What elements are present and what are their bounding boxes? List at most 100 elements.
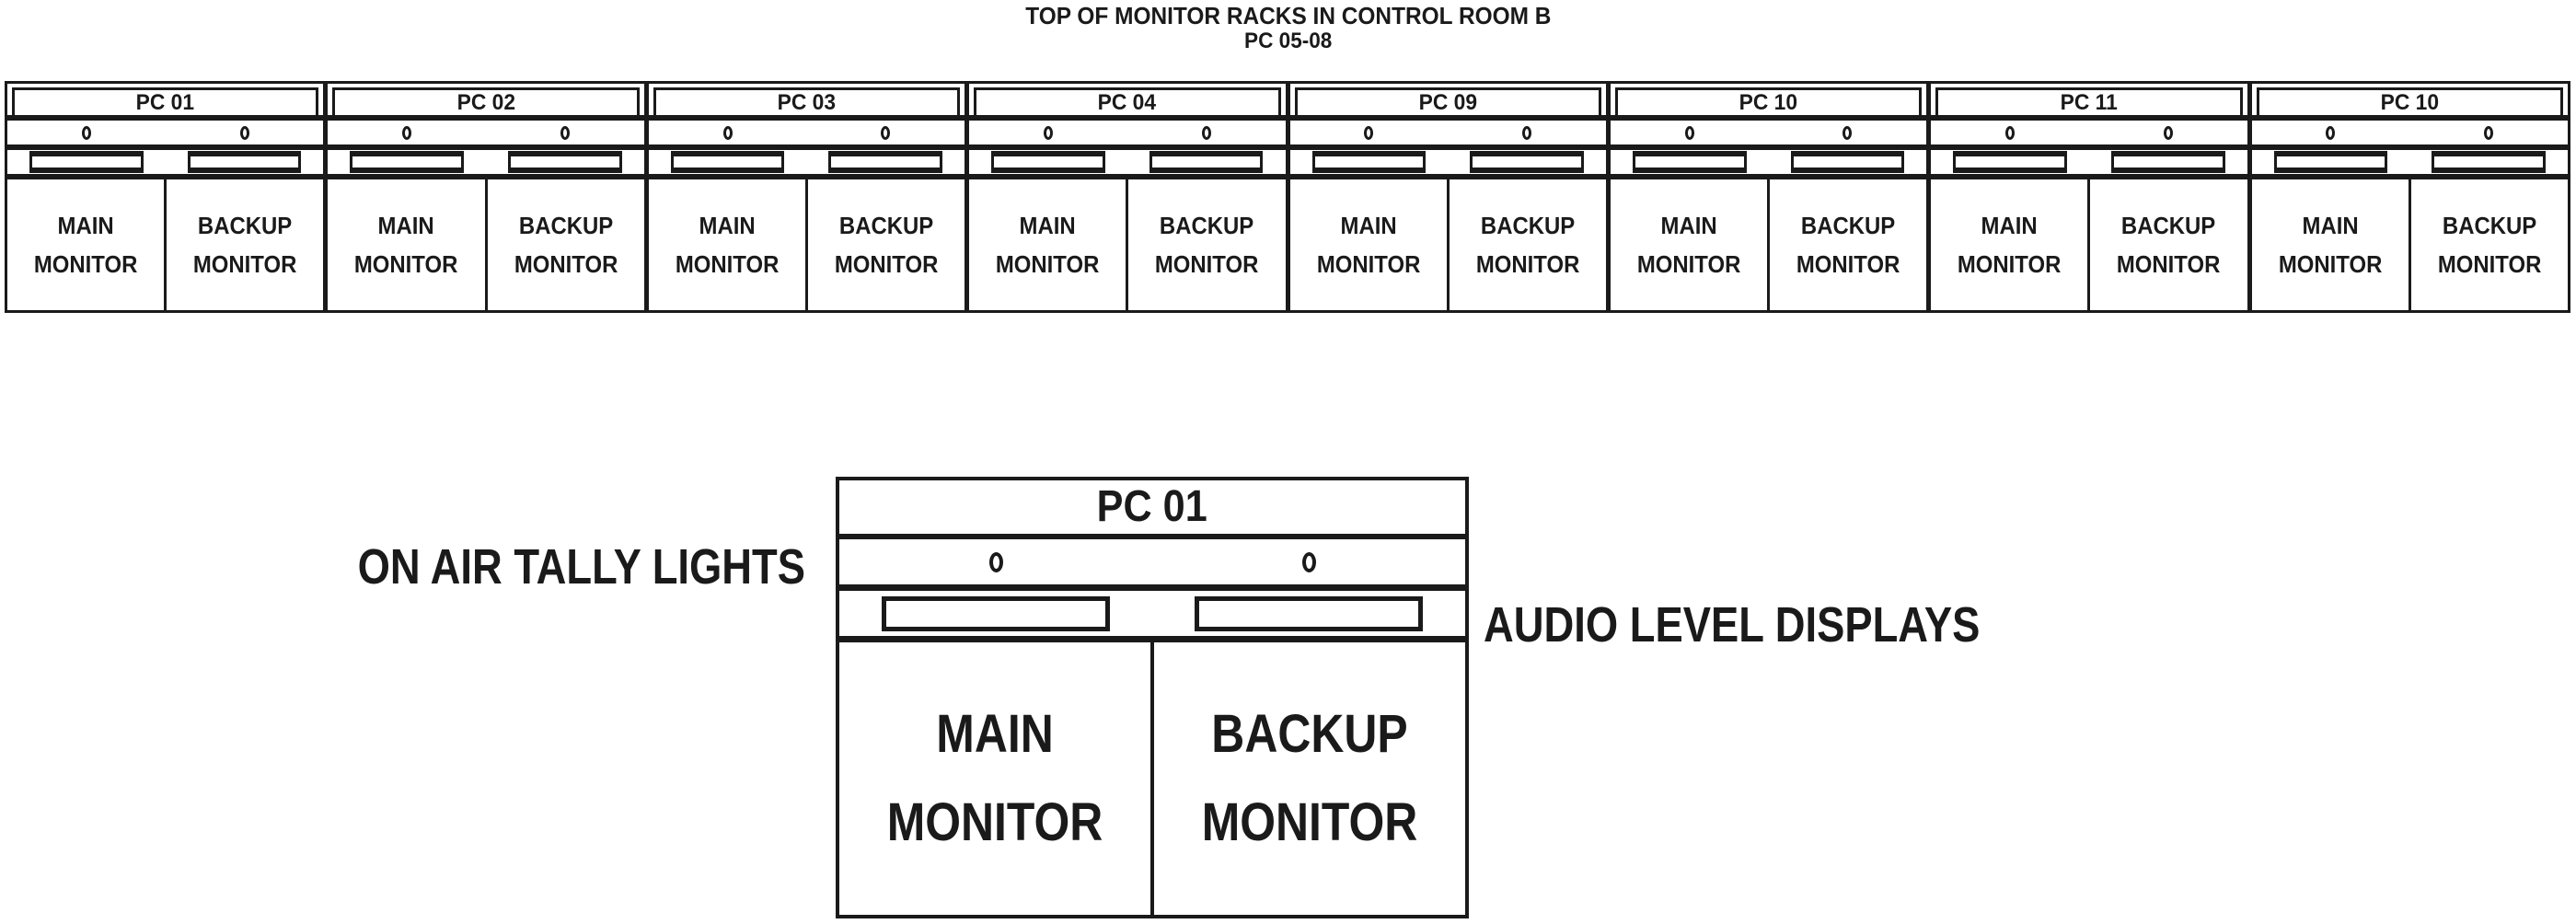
audio-level-display [1953,151,2067,173]
tally-row [7,121,324,150]
tally-light-icon [2005,125,2016,140]
tally-light-icon [81,125,91,140]
main-monitor-cell: MAIN MONITOR [1316,212,1420,278]
title-block: TOP OF MONITOR RACKS IN CONTROL ROOM B P… [0,3,2576,53]
tally-light-icon [2163,125,2173,140]
detail-tally-row [839,539,1465,591]
audio-row [1289,150,1606,179]
audio-row [1931,150,2247,179]
tally-row [1931,121,2247,150]
audio-level-display [1470,151,1584,173]
rack-header: PC 04 [969,84,1286,121]
detail-monitor-row: MAIN MONITOR BACKUP MONITOR [839,642,1465,915]
backup-monitor-cell: BACKUP MONITOR [1126,179,1285,310]
audio-level-display [881,595,1111,631]
tally-light-icon [1522,125,1532,140]
audio-level-display [2432,151,2546,173]
audio-level-display [2273,151,2388,173]
rack-unit-3: PC 03 MAIN MONITOR BACKUP MONITOR [643,84,965,310]
audio-level-display [1311,151,1427,173]
monitor-row: MAIN MONITOR BACKUP MONITOR [649,179,965,310]
rack-header: PC 02 [328,84,644,121]
audio-level-display [670,151,785,173]
tally-light-icon [1842,125,1853,140]
rack-unit-1: PC 01 MAIN MONITOR BACKUP MONITOR [7,84,324,310]
rack-label: PC 01 [135,89,195,115]
rack-header: PC 01 [7,84,324,121]
tally-row [1289,121,1606,150]
tally-light-icon [560,125,570,140]
rack-header: PC 09 [1289,84,1606,121]
rack-strip: PC 01 MAIN MONITOR BACKUP MONITOR PC 02 … [5,81,2570,313]
audio-level-display [1790,151,1905,173]
monitor-row: MAIN MONITOR BACKUP MONITOR [7,179,323,310]
audio-level-display [350,151,465,173]
rack-unit-5: PC 09 MAIN MONITOR BACKUP MONITOR [1285,84,1606,310]
detail-main-monitor-cell: MAIN MONITOR [886,704,1103,852]
rack-label: PC 10 [1739,89,1798,115]
detail-rack-label: PC 01 [1096,482,1208,531]
rack-label: PC 09 [1418,89,1477,115]
tally-row [2251,121,2568,150]
backup-monitor-cell: BACKUP MONITOR [2087,179,2247,310]
monitor-row: MAIN MONITOR BACKUP MONITOR [1290,179,1606,310]
audio-level-display [991,151,1105,173]
tally-light-icon [722,125,733,140]
rack-header: PC 10 [2251,84,2568,121]
tally-row [328,121,644,150]
rack-label: PC 10 [2380,89,2439,115]
backup-monitor-cell: BACKUP MONITOR [1767,179,1926,310]
audio-level-display [2110,151,2225,173]
rack-label: PC 04 [1098,89,1157,115]
monitor-row: MAIN MONITOR BACKUP MONITOR [1931,179,2247,310]
page-subtitle: PC 05-08 [1243,29,1333,53]
tally-light-icon [2484,125,2494,140]
main-monitor-cell: MAIN MONITOR [354,212,458,278]
monitor-row: MAIN MONITOR BACKUP MONITOR [2252,179,2568,310]
backup-monitor-cell: BACKUP MONITOR [484,179,644,310]
audio-level-display [1632,151,1747,173]
audio-level-display [1194,595,1424,631]
monitor-row: MAIN MONITOR BACKUP MONITOR [969,179,1285,310]
main-monitor-cell: MAIN MONITOR [995,212,1100,278]
audio-row [969,150,1286,179]
audio-level-display [187,151,302,173]
monitor-row: MAIN MONITOR BACKUP MONITOR [328,179,643,310]
rack-unit-7: PC 11 MAIN MONITOR BACKUP MONITOR [1926,84,2247,310]
audio-level-display [29,151,144,173]
audio-row [648,150,965,179]
tally-row [969,121,1286,150]
audio-level-display [828,151,943,173]
main-monitor-cell: MAIN MONITOR [33,212,138,278]
main-monitor-cell: MAIN MONITOR [675,212,780,278]
backup-monitor-cell: BACKUP MONITOR [1446,179,1606,310]
main-monitor-cell: MAIN MONITOR [2278,212,2382,278]
page-title: TOP OF MONITOR RACKS IN CONTROL ROOM B [1024,2,1552,29]
rack-unit-6: PC 10 MAIN MONITOR BACKUP MONITOR [1605,84,1927,310]
detail-audio-row [839,591,1465,642]
rack-unit-8: PC 10 MAIN MONITOR BACKUP MONITOR [2247,84,2568,310]
tally-light-icon [988,551,1003,572]
tally-light-icon [1364,125,1374,140]
detail-backup-monitor-cell: BACKUP MONITOR [1150,642,1465,915]
tally-row [1610,121,1927,150]
tally-light-icon [1043,125,1053,140]
tally-light-icon [2326,125,2336,140]
backup-monitor-cell: BACKUP MONITOR [164,179,323,310]
audio-row [2251,150,2568,179]
rack-header: PC 03 [648,84,965,121]
main-monitor-cell: MAIN MONITOR [1636,212,1741,278]
backup-monitor-cell: BACKUP MONITOR [2408,179,2568,310]
audio-level-display [1149,151,1264,173]
tally-lights-annotation: ON AIR TALLY LIGHTS [357,539,805,595]
tally-light-icon [1684,125,1694,140]
audio-row [1610,150,1927,179]
tally-light-icon [881,125,891,140]
audio-level-display [508,151,622,173]
tally-light-icon [1201,125,1211,140]
rack-unit-2: PC 02 MAIN MONITOR BACKUP MONITOR [323,84,644,310]
monitor-row: MAIN MONITOR BACKUP MONITOR [1611,179,1926,310]
rack-label: PC 11 [2060,89,2118,115]
detail-rack-header: PC 01 [839,480,1465,539]
tally-light-icon [239,125,249,140]
